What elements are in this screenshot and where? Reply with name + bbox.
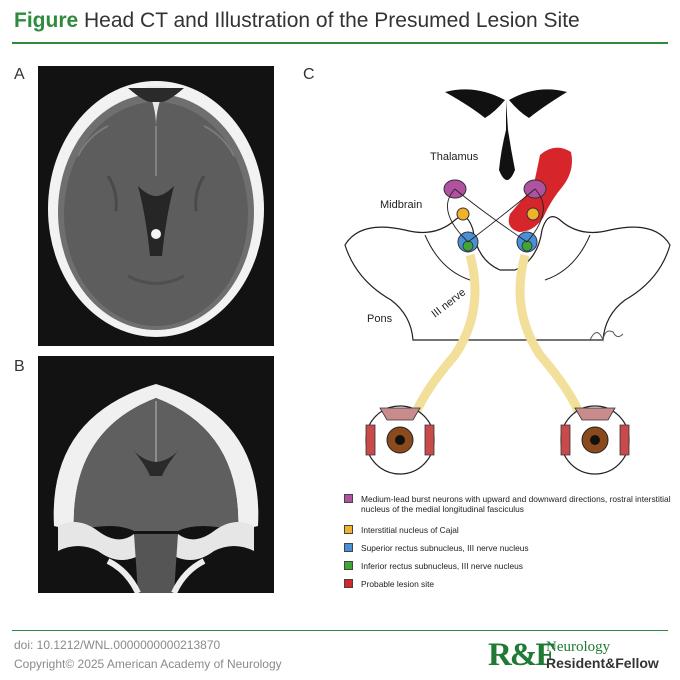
bottom-divider bbox=[12, 630, 668, 631]
illustrator-signature bbox=[589, 330, 624, 342]
legend-swatch-yellow bbox=[344, 525, 353, 534]
legend-text: Inferior rectus subnucleus, III nerve nu… bbox=[361, 561, 523, 571]
legend-text: Superior rectus subnucleus, III nerve nu… bbox=[361, 543, 529, 553]
lesion-diagram: Thalamus Midbrain Pons III nerve bbox=[305, 70, 680, 490]
cajal-nucleus-left bbox=[456, 207, 470, 221]
logo-journal-name: Neurology bbox=[546, 639, 611, 655]
ventricle-left bbox=[445, 89, 505, 118]
doi-text: doi: 10.1212/WNL.0000000000213870 bbox=[14, 638, 221, 652]
legend-swatch-purple bbox=[344, 494, 353, 503]
figure-title-lead: Figure bbox=[14, 9, 79, 32]
coronal-ct-image bbox=[38, 356, 274, 593]
top-divider bbox=[12, 42, 668, 44]
panel-label-b: B bbox=[14, 358, 25, 375]
inferior-rectus-nucleus-left bbox=[462, 240, 474, 252]
label-midbrain: Midbrain bbox=[380, 199, 422, 211]
eye-left bbox=[365, 405, 435, 475]
cajal-nucleus-right bbox=[526, 207, 540, 221]
figure-title: Figure Head CT and Illustration of the P… bbox=[14, 9, 580, 33]
label-pons: Pons bbox=[367, 313, 393, 325]
panel-label-c: C bbox=[303, 66, 315, 83]
third-nerve-right bbox=[515, 253, 585, 417]
panel-label-a: A bbox=[14, 66, 25, 83]
logo-mark: R&F bbox=[488, 637, 555, 673]
inferior-rectus-nucleus-right bbox=[521, 240, 533, 252]
legend-text: Medium-lead burst neurons with upward an… bbox=[361, 494, 671, 514]
ventricle-right bbox=[509, 89, 567, 118]
figure-title-text: Head CT and Illustration of the Presumed… bbox=[84, 9, 580, 32]
third-ventricle bbox=[499, 100, 515, 180]
legend-text: Interstitial nucleus of Cajal bbox=[361, 525, 459, 535]
legend-text: Probable lesion site bbox=[361, 579, 435, 589]
legend-swatch-green bbox=[344, 561, 353, 570]
third-nerve-left bbox=[410, 253, 480, 417]
copyright-text: Copyright© 2025 American Academy of Neur… bbox=[14, 657, 282, 671]
axial-ct-image bbox=[38, 66, 274, 346]
eye-right bbox=[560, 405, 630, 475]
legend-swatch-red bbox=[344, 579, 353, 588]
brainstem-outline bbox=[344, 216, 671, 341]
label-thalamus: Thalamus bbox=[430, 151, 479, 163]
legend-swatch-blue bbox=[344, 543, 353, 552]
logo-subtitle: Resident&Fellow bbox=[546, 655, 659, 671]
journal-logo: R&F Neurology Resident&Fellow bbox=[488, 637, 668, 675]
label-third-nerve: III nerve bbox=[429, 286, 468, 320]
